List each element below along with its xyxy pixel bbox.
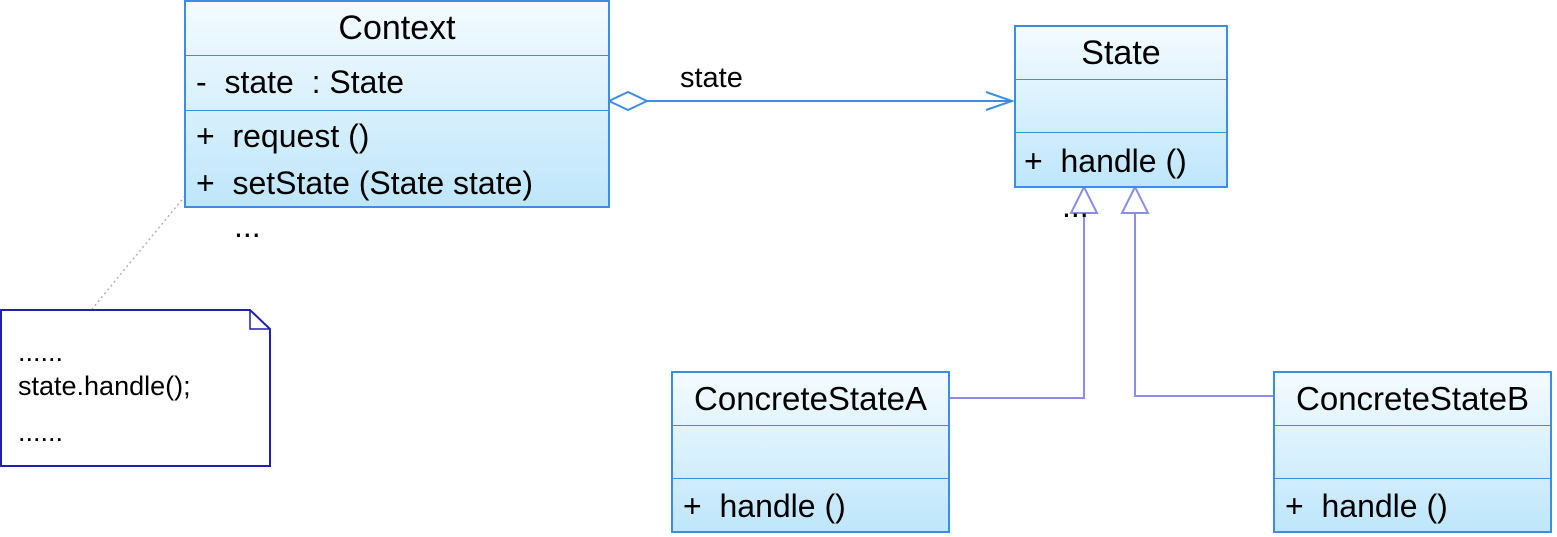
class-divider (673, 425, 948, 426)
operation-handle: + handle () (1024, 143, 1187, 179)
class-divider (673, 478, 948, 479)
operation-request: + request () (196, 118, 370, 154)
operation-handle: + handle () (683, 488, 846, 524)
generalization-b-triangle (1120, 184, 1150, 214)
note-line: state.handle(); (18, 371, 191, 401)
navigable-arrowhead (985, 91, 1016, 111)
generalization-a-triangle (1069, 184, 1099, 214)
operation-setstate: + setState (State state) (196, 165, 534, 201)
note-line: ...... (18, 337, 64, 367)
class-divider (186, 55, 608, 56)
concrete-state-a-class[interactable]: ConcreteStateA + handle () (671, 371, 950, 533)
aggregation-diamond (606, 90, 650, 112)
class-divider (1016, 132, 1226, 133)
class-name: ConcreteStateB (1296, 380, 1529, 417)
note-fold (249, 310, 270, 330)
class-divider (1275, 478, 1550, 479)
generalization-b-line (1134, 213, 1273, 397)
note-shape (0, 309, 271, 467)
context-ellipsis: ... (234, 208, 261, 244)
attribute-state: - state : State (196, 64, 405, 100)
state-ellipsis: ... (1062, 188, 1089, 224)
note-link-line (91, 195, 186, 310)
class-name: State (1081, 34, 1161, 72)
generalization-a-line (950, 213, 1085, 399)
note-line: ...... (18, 417, 64, 447)
class-name: Context (338, 9, 456, 47)
class-name: ConcreteStateA (694, 380, 927, 417)
context-class[interactable]: Context - state : State + request () + s… (184, 0, 610, 208)
association-label: state (680, 62, 743, 94)
concrete-state-b-class[interactable]: ConcreteStateB + handle () (1273, 371, 1552, 533)
note[interactable]: ...... state.handle(); ...... (0, 309, 271, 467)
class-divider (1016, 79, 1226, 80)
class-divider (186, 110, 608, 111)
class-divider (1275, 425, 1550, 426)
operation-handle: + handle () (1285, 488, 1448, 524)
state-class[interactable]: State + handle () (1014, 25, 1228, 188)
